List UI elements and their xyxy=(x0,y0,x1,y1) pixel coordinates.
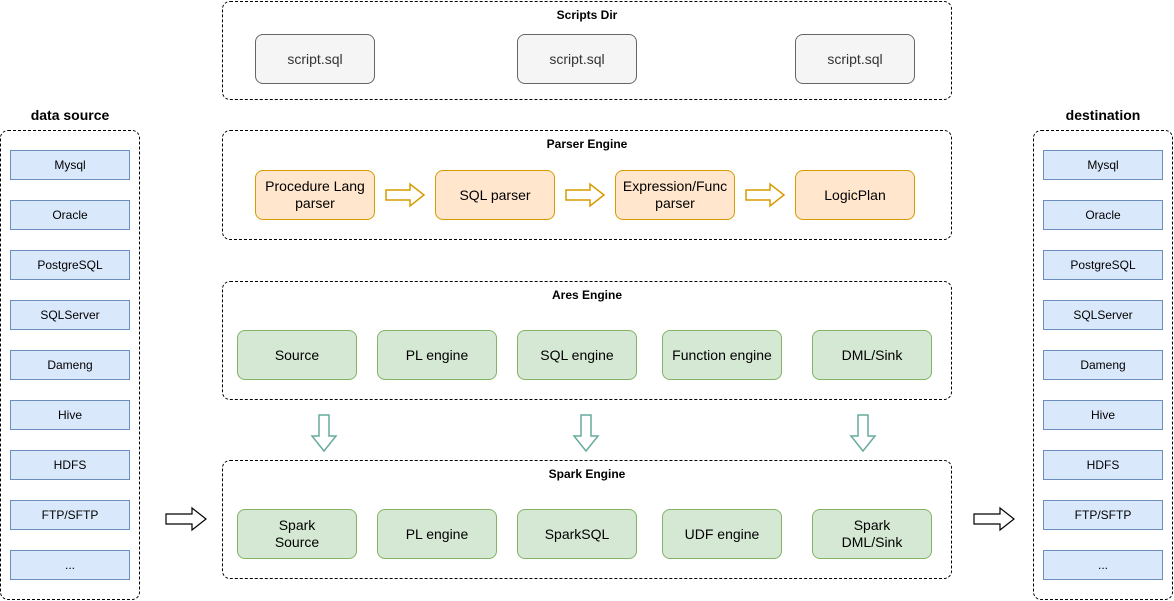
spark-pl-engine-node[interactable]: PL engine xyxy=(377,509,497,559)
data-source-item[interactable]: Oracle xyxy=(10,200,130,230)
down-arrow-2 xyxy=(572,414,600,453)
destination-item[interactable]: ... xyxy=(1043,550,1163,580)
data-source-item[interactable]: Mysql xyxy=(10,150,130,180)
destination-item[interactable]: Dameng xyxy=(1043,350,1163,380)
destination-item[interactable]: Hive xyxy=(1043,400,1163,430)
script-file-3[interactable]: script.sql xyxy=(795,34,915,84)
sparksql-node[interactable]: SparkSQL xyxy=(517,509,637,559)
ares-pl-engine-node[interactable]: PL engine xyxy=(377,330,497,380)
data-source-item[interactable]: FTP/SFTP xyxy=(10,500,130,530)
script-file-1[interactable]: script.sql xyxy=(255,34,375,84)
ares-engine-title: Ares Engine xyxy=(551,288,623,302)
destination-item[interactable]: Oracle xyxy=(1043,200,1163,230)
data-source-item[interactable]: PostgreSQL xyxy=(10,250,130,280)
scripts-dir-group: Scripts Dir xyxy=(222,1,952,100)
ares-dml-sink-node[interactable]: DML/Sink xyxy=(812,330,932,380)
down-arrow-1 xyxy=(310,414,338,453)
udf-engine-node[interactable]: UDF engine xyxy=(662,509,782,559)
ares-sql-engine-node[interactable]: SQL engine xyxy=(517,330,637,380)
destination-item[interactable]: SQLServer xyxy=(1043,300,1163,330)
parser-flow-arrow-3 xyxy=(745,182,786,208)
expression-func-parser-node[interactable]: Expression/Func parser xyxy=(615,170,735,220)
spark-to-destination-arrow xyxy=(973,506,1015,532)
destination-item[interactable]: FTP/SFTP xyxy=(1043,500,1163,530)
data-source-item[interactable]: SQLServer xyxy=(10,300,130,330)
sql-parser-node[interactable]: SQL parser xyxy=(435,170,555,220)
spark-source-node[interactable]: Spark Source xyxy=(237,509,357,559)
destination-item[interactable]: Mysql xyxy=(1043,150,1163,180)
spark-engine-group: Spark Engine xyxy=(222,460,952,579)
logicplan-node[interactable]: LogicPlan xyxy=(795,170,915,220)
spark-dml-sink-node[interactable]: Spark DML/Sink xyxy=(812,509,932,559)
parser-flow-arrow-2 xyxy=(565,182,606,208)
data-source-title: data source xyxy=(30,107,110,123)
parser-flow-arrow-1 xyxy=(385,182,426,208)
parser-engine-title: Parser Engine xyxy=(546,137,628,151)
destination-item[interactable]: HDFS xyxy=(1043,450,1163,480)
down-arrow-3 xyxy=(849,414,877,453)
destination-item[interactable]: PostgreSQL xyxy=(1043,250,1163,280)
destination-group xyxy=(1033,130,1173,600)
data-source-item[interactable]: ... xyxy=(10,550,130,580)
destination-title: destination xyxy=(1065,107,1141,123)
ares-source-node[interactable]: Source xyxy=(237,330,357,380)
data-source-item[interactable]: Dameng xyxy=(10,350,130,380)
ares-function-engine-node[interactable]: Function engine xyxy=(662,330,782,380)
parser-engine-group: Parser Engine xyxy=(222,130,952,240)
data-source-group xyxy=(0,130,140,600)
data-source-item[interactable]: Hive xyxy=(10,400,130,430)
source-to-spark-arrow xyxy=(165,506,207,532)
ares-engine-group: Ares Engine xyxy=(222,281,952,400)
spark-engine-title: Spark Engine xyxy=(548,467,626,481)
procedure-lang-parser-node[interactable]: Procedure Lang parser xyxy=(255,170,375,220)
data-source-item[interactable]: HDFS xyxy=(10,450,130,480)
scripts-dir-title: Scripts Dir xyxy=(556,8,618,22)
script-file-2[interactable]: script.sql xyxy=(517,34,637,84)
